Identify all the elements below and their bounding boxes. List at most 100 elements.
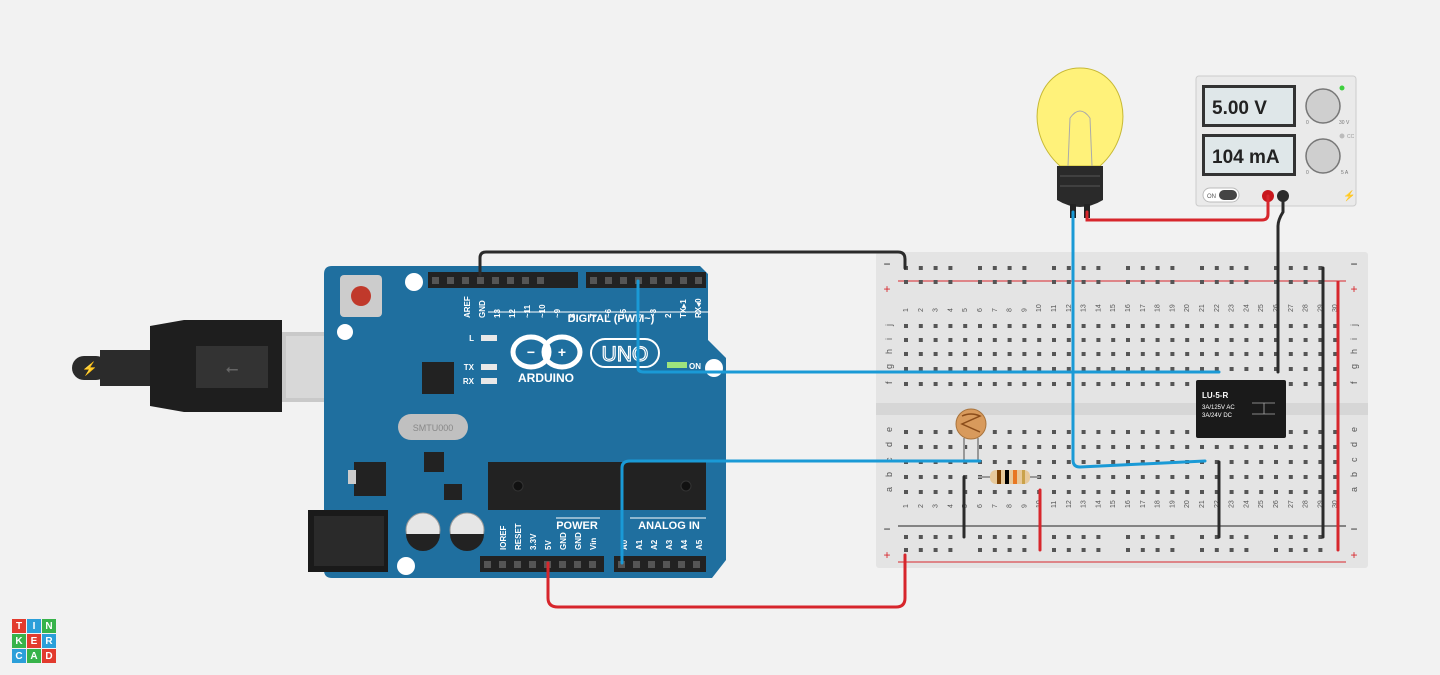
breadboard-hole[interactable] [1259, 352, 1264, 356]
breadboard-hole[interactable] [1096, 460, 1101, 464]
breadboard-rail-hole[interactable] [1096, 535, 1101, 539]
breadboard-hole[interactable] [1303, 460, 1308, 464]
header-pin[interactable] [620, 277, 627, 284]
breadboard-hole[interactable] [1259, 490, 1264, 494]
breadboard-hole[interactable] [1288, 352, 1293, 356]
breadboard-hole[interactable] [1214, 367, 1219, 371]
breadboard-hole[interactable] [1066, 382, 1071, 386]
breadboard-hole[interactable] [1096, 445, 1101, 449]
breadboard-hole[interactable] [1111, 475, 1116, 479]
breadboard-hole[interactable] [1288, 338, 1293, 342]
breadboard-hole[interactable] [1303, 338, 1308, 342]
breadboard-hole[interactable] [1126, 475, 1130, 479]
wire-bulb-relay[interactable] [1071, 210, 1207, 469]
breadboard-hole[interactable] [1259, 338, 1264, 342]
breadboard-hole[interactable] [1333, 475, 1338, 479]
breadboard-hole[interactable] [1200, 475, 1204, 479]
wires[interactable] [478, 194, 1340, 609]
breadboard-rail-hole[interactable] [1052, 548, 1056, 552]
header-pin[interactable] [499, 561, 506, 568]
breadboard-hole[interactable] [1214, 475, 1219, 479]
breadboard-rail-hole[interactable] [1229, 266, 1234, 270]
breadboard-rail-hole[interactable] [1155, 548, 1160, 552]
breadboard-hole[interactable] [948, 352, 953, 356]
breadboard-hole[interactable] [1066, 430, 1071, 434]
breadboard-rail-hole[interactable] [1052, 266, 1056, 270]
breadboard-rail-hole[interactable] [904, 280, 908, 284]
breadboard-hole[interactable] [1229, 475, 1234, 479]
breadboard-hole[interactable] [933, 445, 938, 449]
breadboard-hole[interactable] [1259, 445, 1264, 449]
breadboard-hole[interactable] [1066, 324, 1071, 328]
breadboard-hole[interactable] [1052, 460, 1056, 464]
breadboard-rail-hole[interactable] [1229, 535, 1234, 539]
breadboard-hole[interactable] [1274, 324, 1278, 328]
breadboard-hole[interactable] [1096, 490, 1101, 494]
wire-psu-positive[interactable] [1085, 194, 1270, 222]
breadboard-hole[interactable] [933, 430, 938, 434]
breadboard-rail-hole[interactable] [1022, 548, 1027, 552]
breadboard-hole[interactable] [1274, 475, 1278, 479]
header-pin[interactable] [559, 561, 566, 568]
breadboard-rail-hole[interactable] [1303, 266, 1308, 270]
breadboard-hole[interactable] [1111, 445, 1116, 449]
breadboard-hole[interactable] [1096, 338, 1101, 342]
breadboard-hole[interactable] [978, 352, 982, 356]
breadboard-hole[interactable] [1170, 490, 1175, 494]
breadboard-rail-hole[interactable] [1244, 266, 1249, 270]
breadboard-hole[interactable] [918, 430, 923, 434]
breadboard-rail-hole[interactable] [1081, 280, 1086, 284]
breadboard-hole[interactable] [1214, 460, 1219, 464]
breadboard-rail-hole[interactable] [1155, 535, 1160, 539]
breadboard-rail-hole[interactable] [1288, 548, 1293, 552]
breadboard-hole[interactable] [1155, 324, 1160, 328]
breadboard-rail-hole[interactable] [1126, 535, 1130, 539]
breadboard-rail-hole[interactable] [948, 266, 953, 270]
breadboard-hole[interactable] [1111, 338, 1116, 342]
header-pin[interactable] [605, 277, 612, 284]
breadboard-hole[interactable] [1081, 367, 1086, 371]
breadboard-hole[interactable] [1274, 338, 1278, 342]
power-supply[interactable]: 5.00 V 104 mA CC 0 30 V 0 5 A ON ⚡ [1195, 75, 1357, 207]
breadboard-hole[interactable] [1155, 352, 1160, 356]
breadboard-hole[interactable] [948, 338, 953, 342]
breadboard-hole[interactable] [1066, 367, 1071, 371]
breadboard-hole[interactable] [1066, 352, 1071, 356]
breadboard-hole[interactable] [1214, 445, 1219, 449]
header-pin[interactable] [484, 561, 491, 568]
breadboard-rail-hole[interactable] [1170, 535, 1175, 539]
breadboard-hole[interactable] [1288, 324, 1293, 328]
breadboard-hole[interactable] [918, 475, 923, 479]
breadboard-rail-hole[interactable] [1288, 535, 1293, 539]
breadboard-hole[interactable] [918, 490, 923, 494]
breadboard-rail-hole[interactable] [1007, 548, 1012, 552]
breadboard-hole[interactable] [1037, 382, 1042, 386]
breadboard-rail-hole[interactable] [1081, 266, 1086, 270]
breadboard-rail-hole[interactable] [1303, 535, 1308, 539]
breadboard-rail-hole[interactable] [933, 548, 938, 552]
breadboard-hole[interactable] [1244, 324, 1249, 328]
breadboard-rail-hole[interactable] [1288, 280, 1293, 284]
breadboard-hole[interactable] [1007, 324, 1012, 328]
header-pin[interactable] [633, 561, 640, 568]
breadboard-hole[interactable] [933, 352, 938, 356]
breadboard-rail-hole[interactable] [1318, 266, 1323, 270]
breadboard-hole[interactable] [978, 490, 982, 494]
breadboard-hole[interactable] [1185, 382, 1190, 386]
breadboard-hole[interactable] [1111, 430, 1116, 434]
breadboard-hole[interactable] [1007, 445, 1012, 449]
breadboard-rail-hole[interactable] [1155, 266, 1160, 270]
breadboard-hole[interactable] [1303, 352, 1308, 356]
breadboard-hole[interactable] [1333, 430, 1338, 434]
header-pin[interactable] [537, 277, 544, 284]
breadboard-rail-hole[interactable] [1007, 266, 1012, 270]
breadboard-hole[interactable] [1274, 445, 1278, 449]
breadboard-hole[interactable] [948, 382, 953, 386]
breadboard-hole[interactable] [1140, 367, 1145, 371]
breadboard-hole[interactable] [1111, 382, 1116, 386]
breadboard-hole[interactable] [1229, 367, 1234, 371]
breadboard-hole[interactable] [1170, 430, 1175, 434]
breadboard-hole[interactable] [1318, 338, 1323, 342]
breadboard-hole[interactable] [1052, 324, 1056, 328]
breadboard-hole[interactable] [948, 445, 953, 449]
